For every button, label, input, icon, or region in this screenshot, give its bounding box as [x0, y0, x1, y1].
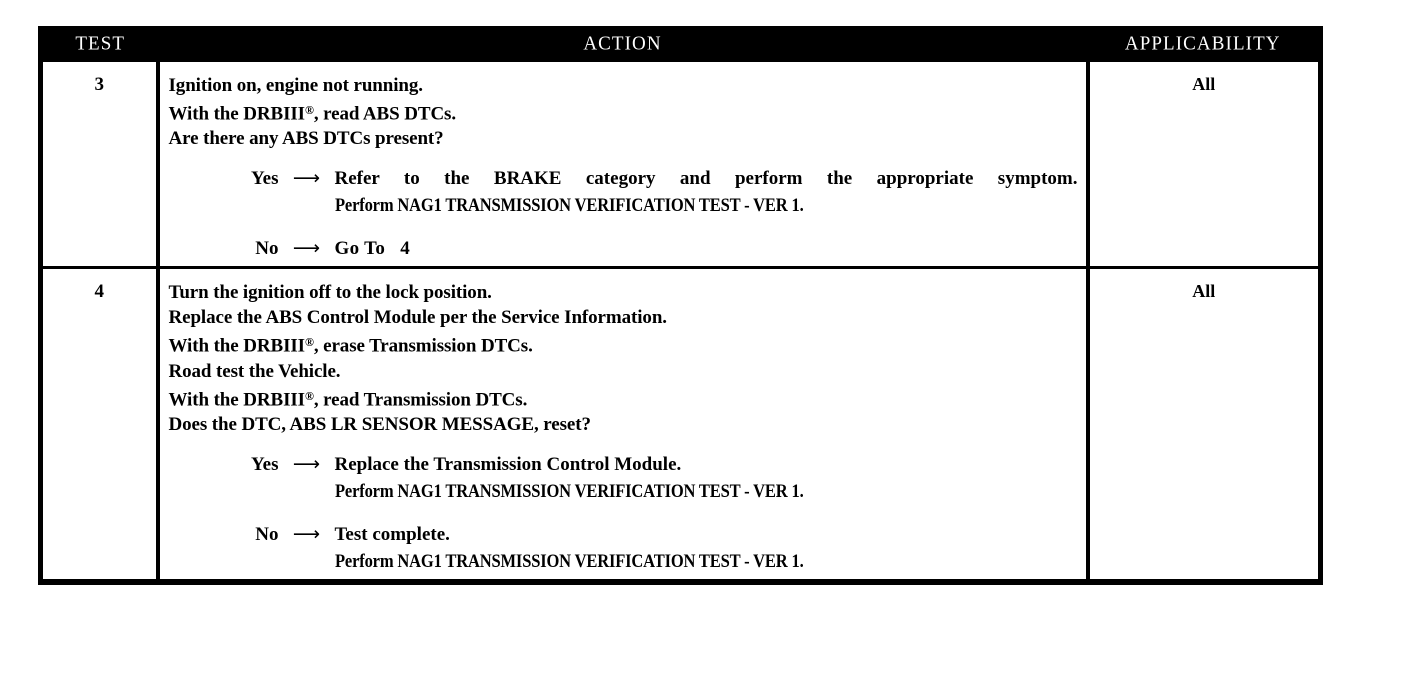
branch-no: No ⟶ Go To 4 [169, 235, 1078, 262]
arrow-right-icon: ⟶ [292, 453, 321, 476]
branch-list: Yes ⟶ Replace the Transmission Control M… [169, 451, 1078, 575]
column-header-applicability-label: APPLICABILITY [1124, 32, 1281, 55]
column-header-test-label: TEST [75, 32, 126, 55]
branch-line: Go To 4 [334, 238, 411, 260]
statement-list: Ignition on, engine not running. With th… [169, 73, 1078, 151]
statement-line: Turn the ignition off to the lock positi… [168, 282, 492, 304]
drb-three-mark: III [283, 335, 305, 357]
table-body: 3 Ignition on, engine not running. With … [40, 62, 1321, 583]
branch-list: Yes ⟶ Refer to the BRAKE category and pe… [169, 165, 1078, 262]
arrow-right-icon: ⟶ [292, 237, 321, 260]
cell-action: Ignition on, engine not running. With th… [157, 62, 1090, 268]
cell-test-number: 4 [40, 266, 160, 583]
statement-line: Road test the Vehicle. [168, 360, 341, 382]
branch-line: Perform NAG1 TRANSMISSION VERIFICATION T… [334, 195, 804, 217]
statement-line: With the DRBIII®, read Transmission DTCs… [168, 388, 528, 411]
cell-applicability: All [1087, 266, 1321, 583]
branch-yes: Yes ⟶ Replace the Transmission Control M… [169, 451, 1078, 505]
table-header-row: TEST ACTION APPLICABILITY [40, 26, 1321, 62]
branch-label: No [255, 524, 279, 546]
arrow-right-icon: ⟶ [292, 167, 321, 190]
branch-label: Yes [251, 168, 279, 190]
branch-line: Test complete. [334, 524, 450, 546]
cell-applicability: All [1087, 62, 1321, 268]
cell-action: Turn the ignition off to the lock positi… [157, 266, 1090, 583]
statement-line: Ignition on, engine not running. [168, 75, 424, 96]
branch-no: No ⟶ Test complete. Perform NAG1 TRANSMI… [169, 521, 1078, 575]
column-header-applicability: APPLICABILITY [1087, 26, 1321, 62]
branch-label: Yes [251, 454, 279, 476]
diagnostic-test-table: TEST ACTION APPLICABILITY 3 Ignition on,… [38, 26, 1323, 586]
branch-body: Refer to the BRAKE category and perform … [335, 165, 1078, 219]
drb-three-mark: III [283, 103, 305, 125]
branch-body: Go To 4 [335, 235, 1078, 262]
arrow-right-icon: ⟶ [292, 523, 321, 546]
branch-body: Replace the Transmission Control Module.… [335, 451, 1078, 505]
branch-yes: Yes ⟶ Refer to the BRAKE category and pe… [169, 165, 1078, 219]
statement-line: With the DRBIII®, read ABS DTCs. [168, 103, 457, 125]
column-header-action-label: ACTION [583, 32, 662, 55]
statement-line: Are there any ABS DTCs present? [168, 128, 444, 150]
column-header-action: ACTION [157, 26, 1088, 62]
cell-test-number: 3 [40, 62, 160, 268]
branch-label: No [255, 238, 279, 260]
statement-line: With the DRBIII®, erase Transmission DTC… [168, 335, 533, 357]
drb-three-mark: III [283, 389, 305, 411]
table-row: 4 Turn the ignition off to the lock posi… [40, 266, 1321, 583]
registered-trademark-icon: ® [304, 335, 314, 350]
branch-line: Refer to the BRAKE category and perform … [334, 168, 1078, 190]
branch-line: Replace the Transmission Control Module. [334, 454, 682, 476]
branch-line: Perform NAG1 TRANSMISSION VERIFICATION T… [334, 481, 804, 503]
table-row: 3 Ignition on, engine not running. With … [40, 62, 1321, 268]
column-header-test: TEST [40, 26, 158, 62]
registered-trademark-icon: ® [304, 103, 314, 117]
table-header: TEST ACTION APPLICABILITY [40, 26, 1321, 62]
branch-body: Test complete. Perform NAG1 TRANSMISSION… [335, 521, 1078, 575]
statement-list: Turn the ignition off to the lock positi… [169, 280, 1078, 437]
registered-trademark-icon: ® [304, 388, 314, 403]
statement-line: Does the DTC, ABS LR SENSOR MESSAGE, res… [168, 414, 591, 436]
branch-line: Perform NAG1 TRANSMISSION VERIFICATION T… [334, 551, 804, 573]
statement-line: Replace the ABS Control Module per the S… [168, 307, 668, 329]
